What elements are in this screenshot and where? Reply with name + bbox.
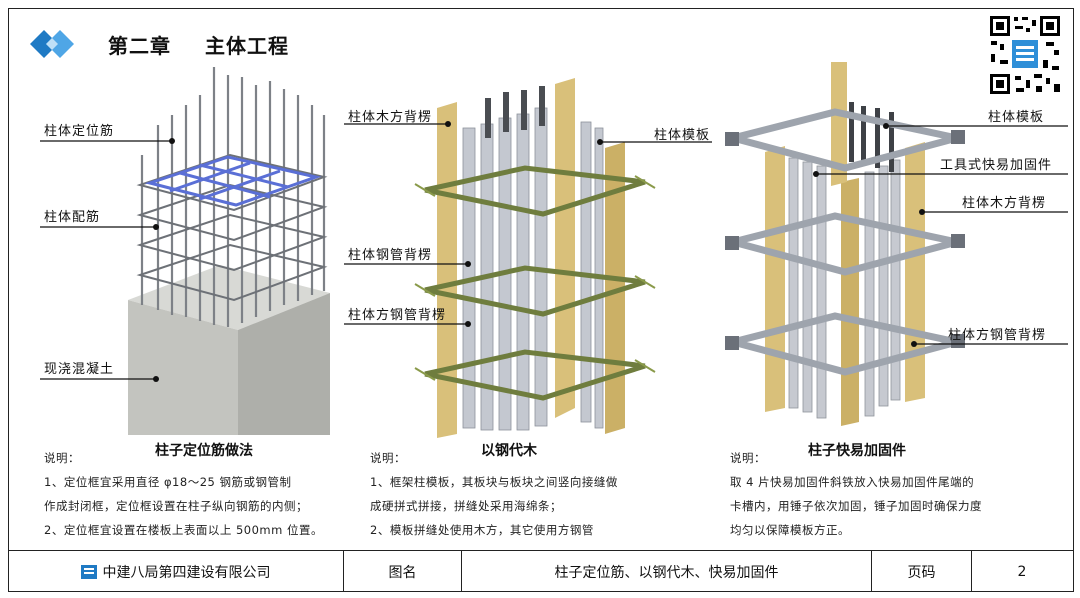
footer-page-number: 2 [1018, 564, 1027, 580]
footer-page-label-cell: 页码 [872, 551, 972, 592]
note-line-mid-1: 1、框架柱模板，其板块与板块之间竖向接缝做 [370, 470, 618, 494]
footer-page-label: 页码 [908, 562, 936, 582]
note-line-mid-2: 成硬拼式拼接，拼缝处采用海绵条； [370, 494, 562, 518]
footer-company-cell: 中建八局第四建设有限公司 [8, 551, 344, 592]
note-line-right-2: 卡槽内，用锤子依次加固，锤子加固时确保力度 [730, 494, 982, 518]
caption-title-right: 柱子快易加固件 [808, 440, 906, 460]
note-line-left-1: 1、定位框宜采用直径 φ18～25 钢筋或钢管制 [44, 470, 291, 494]
footer-company-name: 中建八局第四建设有限公司 [103, 562, 271, 582]
note-heading-left: 说明： [44, 446, 80, 470]
footer-figure-label: 图名 [389, 562, 417, 582]
note-line-left-2: 作成封闭框，定位框设置在柱子纵向钢筋的内侧； [44, 494, 308, 518]
qr-code-icon [988, 14, 1062, 96]
footer-figure-name: 柱子定位筋、以钢代木、快易加固件 [555, 562, 779, 582]
title-block-footer: 中建八局第四建设有限公司 图名 柱子定位筋、以钢代木、快易加固件 页码 2 [8, 550, 1074, 592]
company-diamond-logo-icon [30, 28, 78, 60]
footer-figure-name-cell: 柱子定位筋、以钢代木、快易加固件 [462, 551, 872, 592]
note-line-right-3: 均匀以保障模板方正。 [730, 518, 850, 542]
note-line-left-3: 2、定位框宜设置在楼板上表面以上 500mm 位置。 [44, 518, 323, 542]
caption-title-left: 柱子定位筋做法 [155, 440, 253, 460]
right-leader-lines [810, 120, 1072, 360]
note-heading-right: 说明： [730, 446, 766, 470]
note-heading-mid: 说明： [370, 446, 406, 470]
company-logo-icon [81, 565, 97, 579]
left-leader-lines [38, 135, 178, 395]
note-line-right-1: 取 4 片快易加固件斜铁放入快易加固件尾端的 [730, 470, 974, 494]
footer-figure-label-cell: 图名 [344, 551, 462, 592]
caption-title-mid: 以钢代木 [481, 440, 537, 460]
footer-page-number-cell: 2 [972, 551, 1072, 592]
note-line-mid-3: 2、模板拼缝处使用木方，其它使用方钢管 [370, 518, 594, 542]
mid-leader-lines [340, 120, 720, 340]
